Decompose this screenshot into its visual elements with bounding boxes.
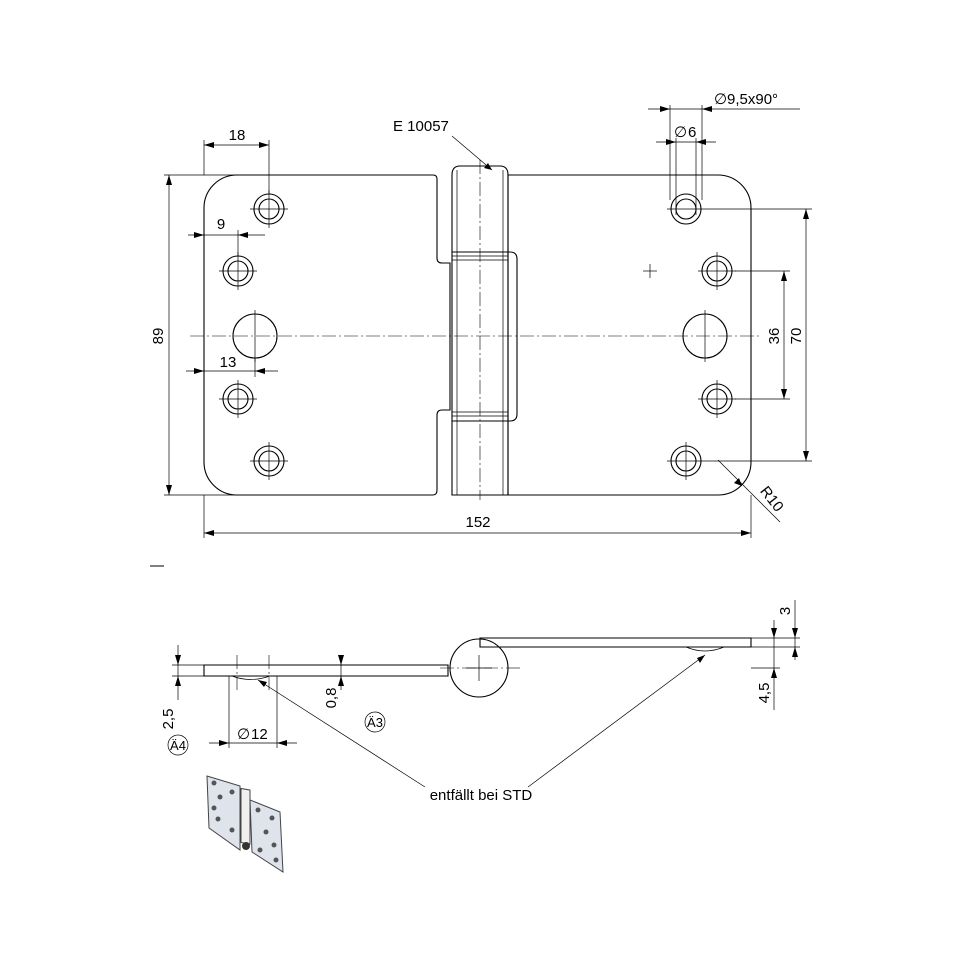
revision-a3: Ä3 [364,711,386,733]
std-note: entfällt bei STD [257,654,706,804]
dimension-symbol: ∅ [674,124,687,141]
right-leaf-outline [507,174,752,496]
dimension-2-5: 2,5 [160,645,204,729]
dimension-13: 13 [186,354,278,377]
dimension-label: 0,8 [323,688,340,709]
top-view: 152 89 18 9 [150,91,812,538]
dimension-4-5: 4,5 [751,620,780,710]
dimension-label: 18 [229,127,246,144]
dimension-label: 89 [150,328,167,345]
dimension-89: 89 [150,174,237,496]
dimension-9: 9 [188,216,265,256]
dimension-70: 70 [705,208,812,462]
thumb-knuckle [240,787,251,845]
dimension-label: 152 [465,514,490,531]
dimension-label: 9 [217,216,225,233]
dimension-18: 18 [203,127,270,194]
dimension-countersink: ∅ 9,5x90° [648,91,800,200]
dimension-symbol: ∅ [237,726,250,743]
center-mark [643,264,657,278]
countersunk-hole [219,380,257,418]
note-text: entfällt bei STD [430,787,533,804]
dimension-symbol: ∅ [714,91,727,108]
right-leaf-holes [643,193,736,480]
part-number: E 10057 [393,118,449,135]
dimension-3: 3 [751,600,800,660]
countersunk-hole [667,442,705,480]
dimension-label: R10 [756,483,786,515]
center-hole [682,310,728,362]
dimension-label: 12 [251,726,268,743]
dimension-boss-diameter: ∅ 12 [209,676,297,748]
dimension-label: 13 [220,354,237,371]
countersunk-hole [219,252,257,290]
thumb-right-leaf [249,799,284,873]
countersunk-hole [698,380,736,418]
countersunk-hole [250,442,288,480]
dimension-label: 70 [788,328,805,345]
hinge-knuckle [451,165,518,496]
left-leaf-holes [219,190,288,480]
thumb-left-leaf [206,775,241,851]
dimension-label: 2,5 [160,709,177,730]
revision-label: Ä3 [367,715,383,730]
dimension-label: 36 [766,328,783,345]
dimension-label: 4,5 [756,683,773,704]
side-left-leaf [203,664,449,677]
left-leaf-outline [203,174,451,496]
dimension-36: 36 [735,270,790,400]
countersunk-hole [667,193,705,225]
dimension-r10: R10 [717,459,787,523]
dimension-label: 3 [777,607,794,615]
side-right-leaf [479,637,752,648]
isometric-thumbnail [206,775,284,873]
dimension-152: 152 [203,495,752,538]
dimension-bore: ∅ 6 [656,124,716,215]
revision-label: Ä4 [170,738,186,753]
dimension-label: 6 [688,124,696,141]
revision-a4: Ä4 [167,734,189,756]
countersunk-hole [698,252,736,290]
countersunk-hole [250,190,288,228]
side-view: 3 4,5 2,5 0,8 [160,600,800,804]
dimension-0-8: 0,8 [323,655,344,708]
dimension-label: 9,5x90° [727,91,778,108]
part-number-callout: E 10057 [393,118,493,171]
